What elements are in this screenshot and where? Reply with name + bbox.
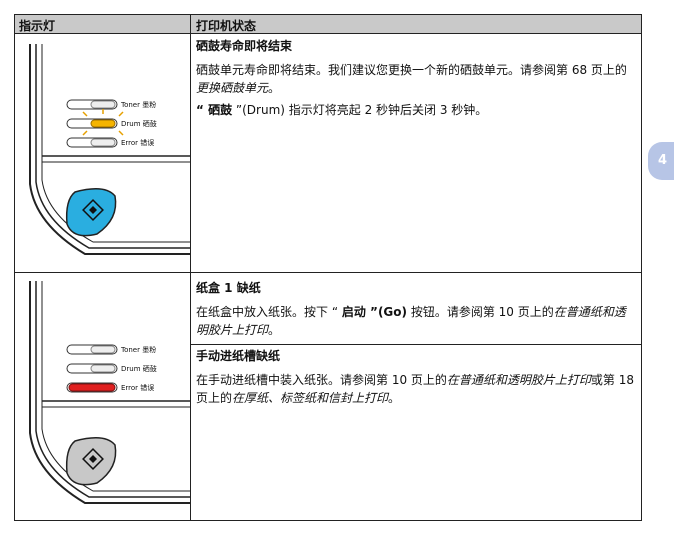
chapter-tab: 4: [648, 142, 674, 180]
tray-empty-title: 纸盒 1 缺纸: [196, 281, 261, 295]
manual-feed-title: 手动进纸槽缺纸: [196, 349, 281, 363]
chapter-number: 4: [658, 153, 668, 168]
thick-paper-link[interactable]: 在厚纸、标签纸和信封上打印: [232, 391, 389, 405]
drum-warning-title: 硒鼓寿命即将结束: [196, 39, 293, 53]
tray-empty-text: 在纸盒中放入纸张。按下 “ 启动 ”(Go) 按钮。请参阅第 10 页上的在普通…: [196, 305, 626, 337]
replace-drum-link[interactable]: 更换硒鼓单元: [196, 81, 269, 95]
plain-paper-link[interactable]: 在普通纸和透明胶片上打印: [196, 305, 626, 337]
drum-label: Drum 硒鼓: [121, 120, 157, 128]
error-led-2: [66, 382, 118, 393]
drum-warning-cell: 硒鼓寿命即将结束 硒鼓单元寿命即将结束。我们建议您更换一个新的硒鼓单元。请参阅第…: [196, 37, 636, 123]
toner-label-2: Toner 墨粉: [121, 346, 157, 354]
table-header: 指示灯 打印机状态: [15, 15, 641, 34]
printer-panel-drawing-2: [29, 281, 190, 504]
go-button-idle: [65, 437, 117, 486]
printer-panel-drawing: [29, 44, 190, 255]
column-divider: [190, 15, 191, 520]
row-divider: [15, 272, 641, 273]
toner-label: Toner 墨粉: [121, 101, 157, 109]
plain-paper-link-2[interactable]: 在普通纸和透明胶片上打印: [446, 373, 591, 387]
tray-empty-cell: 纸盒 1 缺纸 在纸盒中放入纸张。按下 “ 启动 ”(Go) 按钮。请参阅第 1…: [196, 279, 636, 343]
drum-blink-text: “ 硒鼓 ”(Drum) 指示灯将亮起 2 秒钟后关闭 3 秒钟。: [196, 103, 488, 117]
error-label-2: Error 错误: [121, 384, 155, 392]
header-printer-status: 打印机状态: [196, 19, 257, 33]
drum-led: [66, 109, 124, 136]
error-led: [66, 137, 118, 148]
drum-label-2: Drum 硒鼓: [121, 365, 157, 373]
header-indicator: 指示灯: [19, 19, 56, 33]
error-label: Error 错误: [121, 139, 155, 147]
manual-feed-cell: 手动进纸槽缺纸 在手动进纸槽中装入纸张。请参阅第 10 页上的在普通纸和透明胶片…: [196, 347, 636, 411]
toner-led-2: [66, 344, 118, 355]
cell-divider: [191, 344, 641, 345]
indicator-table: 指示灯 打印机状态: [14, 14, 642, 521]
manual-feed-text: 在手动进纸槽中装入纸张。请参阅第 10 页上的在普通纸和透明胶片上打印或第 18…: [196, 373, 635, 405]
paper-empty-illustration: Toner 墨粉 Drum 硒鼓 Error 错误: [15, 273, 190, 521]
drum-led-2: [66, 363, 118, 374]
drum-warning-illustration: Toner 墨粉 Drum 硒鼓 Error 错误: [15, 34, 190, 272]
go-button-active: [65, 188, 117, 237]
drum-warning-text: 硒鼓单元寿命即将结束。我们建议您更换一个新的硒鼓单元。请参阅第 68 页上的更换…: [196, 63, 627, 95]
toner-led: [66, 99, 118, 110]
